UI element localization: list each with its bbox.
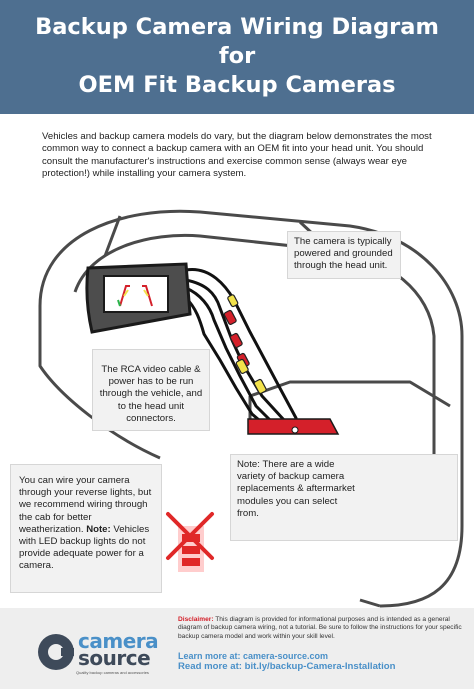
disclaimer-label: Disclaimer: <box>178 616 214 623</box>
page-title-line-2: for <box>218 43 256 69</box>
rca-cable-callout: The RCA video cable & power has to be ru… <box>92 349 210 431</box>
note-text: There are a wide variety of backup camer… <box>237 459 355 519</box>
page-title-line-3: OEM Fit Backup Cameras <box>78 72 396 98</box>
disclaimer-text: This diagram is provided for information… <box>178 616 462 640</box>
logo-word-camera: camera <box>78 629 159 653</box>
header-banner: Backup Camera Wiring Diagram for OEM Fit… <box>0 0 474 114</box>
rca-connector <box>223 294 267 394</box>
logo-tagline: Quality backup cameras and accessories <box>76 670 149 675</box>
camera-source-logo[interactable]: camera source Quality backup cameras and… <box>38 631 178 675</box>
learn-more-link[interactable]: Learn more at: camera-source.com <box>178 651 329 661</box>
note-label: Note: <box>237 459 260 470</box>
camera-power-text: The camera is typically powered and grou… <box>294 236 393 272</box>
page-title-line-1: Backup Camera Wiring Diagram <box>35 14 439 40</box>
read-more-link[interactable]: Read more at: bit.ly/backup-Camera-Insta… <box>178 661 396 672</box>
reverse-lights-text: You can wire your camera through your re… <box>19 475 152 535</box>
rca-cable-text: The RCA video cable & power has to be ru… <box>99 364 203 424</box>
reverse-lights-note-text: Vehicles with LED backup lights do not p… <box>19 523 150 572</box>
camera-lens-logo-icon <box>38 634 74 670</box>
logo-word-source: source <box>78 646 151 670</box>
head-unit-display <box>85 262 192 334</box>
intro-paragraph: Vehicles and backup camera models do var… <box>42 131 432 180</box>
reverse-lights-callout: You can wire your camera through your re… <box>10 464 162 593</box>
footer <box>0 608 474 689</box>
x-mark <box>166 512 214 560</box>
disclaimer: Disclaimer: This diagram is provided for… <box>178 616 466 641</box>
backup-camera <box>247 418 340 435</box>
reverse-lights-note-label: Note: <box>86 523 111 535</box>
replacement-note-callout: Note: There are a wide variety of backup… <box>230 454 458 541</box>
camera-power-callout: The camera is typically powered and grou… <box>287 231 401 279</box>
replacement-note-body: Note: There are a wide variety of backup… <box>237 459 361 520</box>
